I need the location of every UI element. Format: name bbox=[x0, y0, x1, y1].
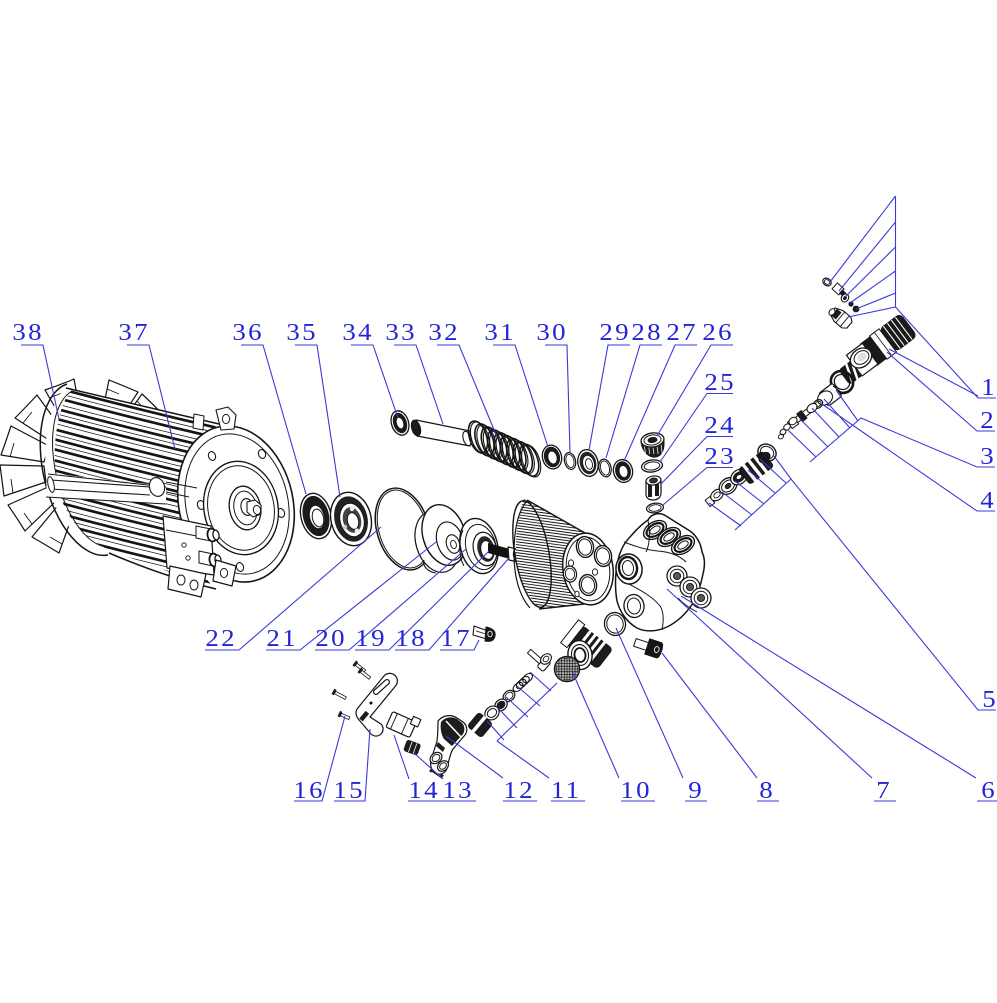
svg-text:22: 22 bbox=[205, 624, 236, 651]
svg-text:9: 9 bbox=[688, 776, 704, 803]
svg-text:25: 25 bbox=[704, 368, 735, 395]
svg-text:23: 23 bbox=[704, 442, 735, 469]
svg-text:8: 8 bbox=[759, 776, 775, 803]
svg-text:6: 6 bbox=[981, 776, 997, 803]
svg-text:38: 38 bbox=[12, 318, 43, 345]
svg-text:30: 30 bbox=[536, 318, 567, 345]
svg-text:10: 10 bbox=[620, 776, 651, 803]
svg-text:14: 14 bbox=[408, 776, 439, 803]
svg-text:31: 31 bbox=[484, 318, 515, 345]
svg-text:18: 18 bbox=[395, 624, 426, 651]
svg-text:3: 3 bbox=[980, 442, 996, 469]
svg-text:26: 26 bbox=[702, 318, 733, 345]
svg-text:17: 17 bbox=[440, 624, 471, 651]
svg-text:34: 34 bbox=[342, 318, 373, 345]
svg-text:33: 33 bbox=[385, 318, 416, 345]
svg-text:19: 19 bbox=[355, 624, 386, 651]
svg-text:21: 21 bbox=[266, 624, 297, 651]
svg-text:24: 24 bbox=[704, 411, 735, 438]
svg-text:35: 35 bbox=[286, 318, 317, 345]
svg-text:11: 11 bbox=[551, 776, 581, 803]
svg-text:5: 5 bbox=[982, 685, 997, 712]
svg-text:16: 16 bbox=[293, 776, 324, 803]
svg-text:12: 12 bbox=[503, 776, 534, 803]
svg-text:4: 4 bbox=[980, 486, 996, 513]
svg-text:13: 13 bbox=[442, 776, 473, 803]
svg-text:28: 28 bbox=[631, 318, 662, 345]
svg-text:27: 27 bbox=[666, 318, 697, 345]
svg-text:15: 15 bbox=[333, 776, 364, 803]
svg-text:2: 2 bbox=[980, 406, 996, 433]
svg-text:7: 7 bbox=[876, 776, 892, 803]
svg-text:20: 20 bbox=[315, 624, 346, 651]
svg-text:37: 37 bbox=[118, 318, 149, 345]
svg-text:32: 32 bbox=[428, 318, 459, 345]
svg-text:36: 36 bbox=[232, 318, 263, 345]
svg-text:1: 1 bbox=[981, 373, 997, 400]
svg-text:29: 29 bbox=[599, 318, 630, 345]
